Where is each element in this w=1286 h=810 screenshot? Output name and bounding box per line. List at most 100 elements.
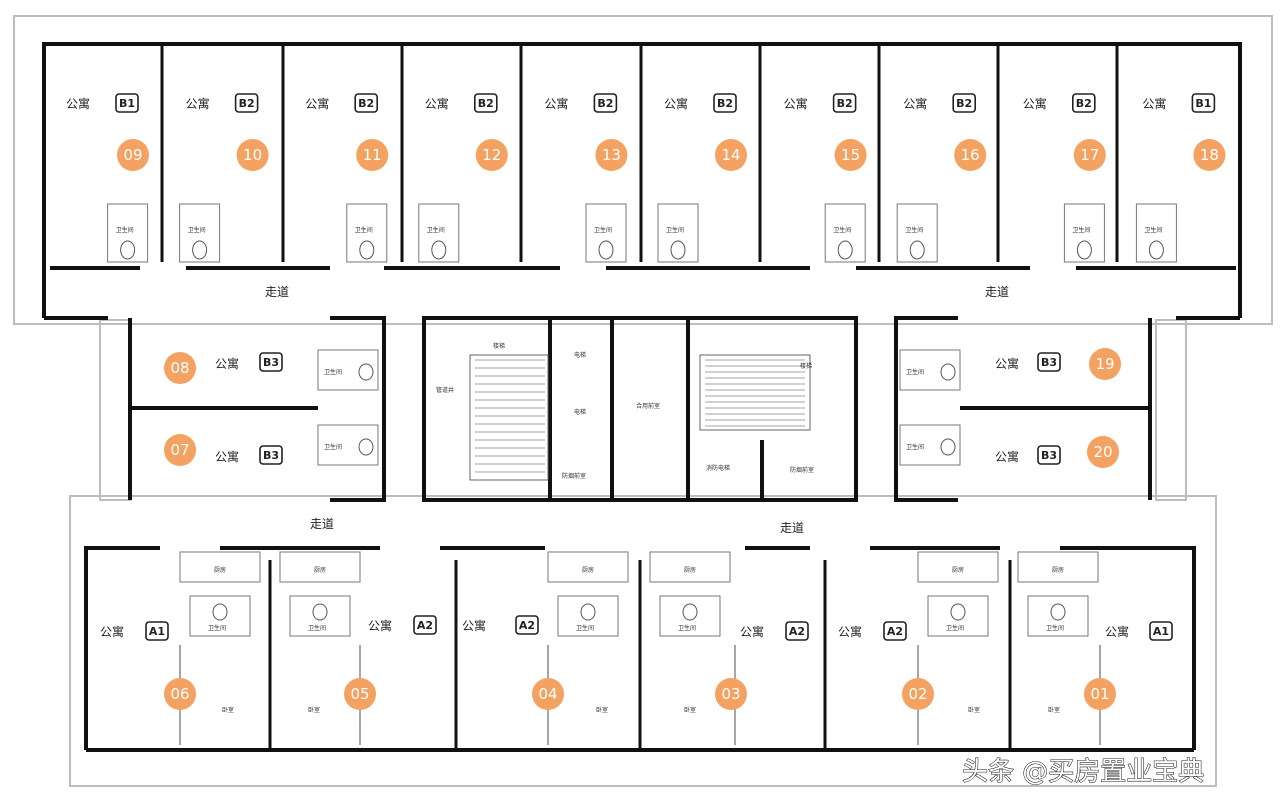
unit-number: 06 (170, 685, 189, 703)
toilet-fixture: 卫生间 (346, 203, 388, 263)
toilet-label: 卫生间 (1144, 226, 1162, 234)
type-badge (515, 615, 539, 635)
unit-number-badge (1089, 348, 1121, 380)
type-badge (713, 93, 737, 113)
toilet-label: 卫生间 (946, 624, 964, 632)
type-badge (473, 93, 498, 113)
toilet-fixture: 卫生间 (899, 424, 961, 466)
type-badge-text: B2 (837, 97, 853, 110)
unit-top-15[interactable]: 公寓 B2 15 (784, 93, 867, 171)
unit-label: 公寓 (664, 96, 688, 111)
type-badge-text: B2 (239, 97, 255, 110)
pipe-shaft-label: 管道井 (436, 386, 454, 394)
toilet-fixture: 卫生间 (824, 203, 866, 263)
unit-label: 公寓 (100, 624, 124, 639)
type-badge (259, 352, 283, 372)
unit-label: 公寓 (425, 96, 449, 111)
type-badge-text: B2 (478, 97, 494, 110)
unit-label: 公寓 (784, 96, 808, 111)
unit-number-badge (475, 139, 508, 171)
unit-label: 公寓 (186, 96, 210, 111)
type-badge (115, 93, 139, 113)
unit-number-badge (715, 678, 747, 710)
unit-number: 14 (721, 146, 740, 164)
toilet-label: 卫生间 (324, 368, 342, 376)
type-badge-text: B2 (597, 97, 613, 110)
fire-elevator-label: 消防电梯 (706, 464, 730, 472)
unit-number-badge (236, 139, 269, 171)
bedroom-label: 卧室 (596, 706, 608, 714)
toilet-label: 卫生间 (666, 226, 684, 234)
toilet-label: 卫生间 (427, 226, 445, 234)
unit-label: 公寓 (740, 624, 764, 639)
stair-label-left: 楼梯 (493, 342, 505, 350)
type-badge-text: A1 (149, 625, 165, 638)
kitchen-label: 厨房 (582, 566, 594, 574)
unit-number: 11 (363, 146, 382, 164)
unit-label: 公寓 (305, 96, 329, 111)
toilet-label: 卫生间 (833, 226, 851, 234)
type-badge (1072, 93, 1096, 113)
toilet-label: 卫生间 (905, 226, 923, 234)
unit-number: 13 (602, 146, 621, 164)
type-badge-text: B2 (717, 97, 733, 110)
front-room-label: 防烟前室 (562, 472, 586, 480)
toilet-label: 卫生间 (906, 368, 924, 376)
unit-number-badge (1193, 139, 1226, 171)
toilet-label: 卫生间 (1072, 226, 1090, 234)
type-badge-text: B2 (956, 97, 972, 110)
toilet-label: 卫生间 (355, 226, 373, 234)
toilet-label: 卫生间 (208, 624, 226, 632)
party-walls-bottom (268, 560, 1012, 750)
stair-left (469, 354, 549, 481)
smoke-room-label: 防烟前室 (790, 466, 814, 474)
stair-treads (475, 359, 805, 473)
bedroom-label: 卧室 (308, 706, 320, 714)
unit-number: 02 (908, 685, 927, 703)
toilet-label: 卫生间 (308, 624, 326, 632)
unit-number-badge (1087, 436, 1119, 468)
type-badge-text: A2 (887, 625, 903, 638)
unit-number: 15 (841, 146, 860, 164)
unit-label: 公寓 (1142, 96, 1166, 111)
toilet-label: 卫生间 (594, 226, 612, 234)
toilet-label: 卫生间 (188, 226, 206, 234)
bedroom-label: 卧室 (684, 706, 696, 714)
elevator-label-2: 电梯 (574, 408, 586, 416)
type-badge (883, 621, 907, 641)
type-badge (785, 621, 809, 641)
toilet-fixture: 卫生间 (585, 203, 627, 263)
type-badge (952, 93, 977, 113)
stair-label-right: 楼梯 (800, 362, 812, 370)
type-badge (145, 621, 169, 641)
type-badge-text: B3 (1041, 449, 1057, 462)
toilet-fixture: 卫生间 (657, 203, 699, 263)
shared-front-room-label: 合用前室 (636, 402, 660, 410)
unit-bottom-06[interactable]: 公寓 A1 06 (100, 621, 196, 710)
unit-number-badge (1073, 139, 1106, 171)
unit-number-badge (117, 139, 149, 171)
unit-number-badge (595, 139, 628, 171)
unit-label: 公寓 (903, 96, 927, 111)
unit-top-14[interactable]: 公寓 B2 14 (664, 93, 747, 171)
